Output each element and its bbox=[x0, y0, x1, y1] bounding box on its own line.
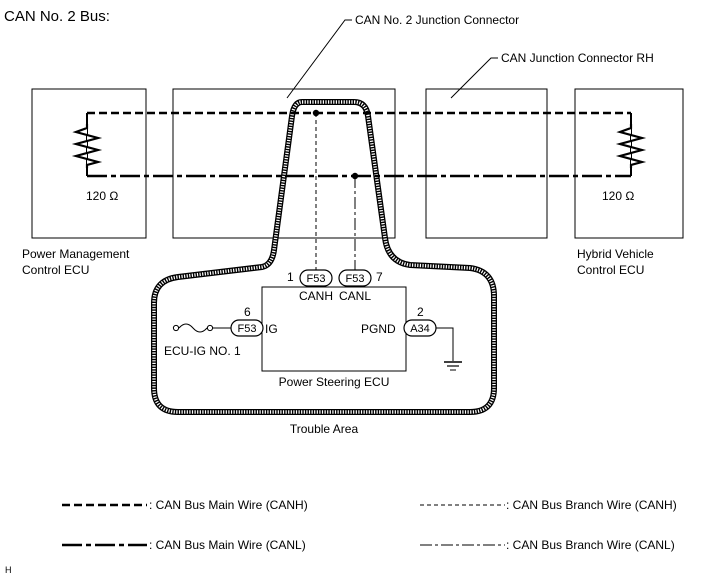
junction-rh-leader bbox=[450, 57, 498, 99]
trouble-area-label: Trouble Area bbox=[290, 422, 359, 436]
legend: : CAN Bus Main Wire (CANH) : CAN Bus Mai… bbox=[62, 498, 677, 552]
hybrid-vehicle-ecu-box bbox=[574, 88, 684, 239]
fuse-label: ECU-IG NO. 1 bbox=[164, 344, 241, 358]
power-steering-ecu-label: Power Steering ECU bbox=[279, 375, 390, 389]
canh-pin-number: 1 bbox=[287, 270, 294, 284]
can-junction-rh-box bbox=[425, 88, 548, 239]
ig-signal-label: IG bbox=[265, 322, 278, 336]
canl-connector-label: F53 bbox=[346, 273, 365, 285]
legend-canh-branch-label: : CAN Bus Branch Wire (CANH) bbox=[506, 498, 677, 512]
trouble-area-outline bbox=[151, 99, 497, 415]
left-resistance-label: 120 Ω bbox=[86, 189, 118, 203]
right-ecu-name-line1: Hybrid Vehicle bbox=[577, 247, 654, 261]
ground-icon bbox=[436, 327, 462, 371]
canl-pin-number: 7 bbox=[376, 270, 383, 284]
right-resistance-label: 120 Ω bbox=[602, 189, 634, 203]
pgnd-signal-label: PGND bbox=[361, 322, 396, 336]
canh-splice-dot bbox=[312, 109, 320, 117]
canh-connector-label: F53 bbox=[307, 273, 326, 285]
legend-canh-main-label: : CAN Bus Main Wire (CANH) bbox=[149, 498, 308, 512]
ig-pin-number: 6 bbox=[244, 305, 251, 319]
diagram-title: CAN No. 2 Bus: bbox=[4, 8, 110, 25]
pgnd-connector-label: A34 bbox=[410, 323, 430, 335]
canh-signal-label: CANH bbox=[299, 289, 333, 303]
canh-connector-pill bbox=[299, 269, 333, 287]
power-management-ecu-box bbox=[31, 88, 147, 239]
canl-signal-label: CANL bbox=[339, 289, 371, 303]
canl-splice-dot bbox=[351, 172, 359, 180]
ig-connector-label: F53 bbox=[238, 323, 257, 335]
left-ecu-name-line1: Power Management bbox=[22, 247, 130, 261]
canl-connector-pill bbox=[338, 269, 372, 287]
legend-canl-main-label: : CAN Bus Main Wire (CANL) bbox=[149, 538, 306, 552]
can-no2-junction-box bbox=[172, 88, 396, 239]
right-resistor-icon bbox=[615, 124, 647, 168]
right-ecu-name-line2: Control ECU bbox=[577, 263, 644, 277]
legend-canl-branch-label: : CAN Bus Branch Wire (CANL) bbox=[506, 538, 675, 552]
junction-no2-leader bbox=[286, 19, 352, 99]
left-resistor-icon bbox=[71, 124, 103, 168]
footer-code: H bbox=[5, 565, 12, 575]
junction-no2-callout: CAN No. 2 Junction Connector bbox=[355, 13, 519, 27]
junction-rh-callout: CAN Junction Connector RH bbox=[501, 51, 654, 65]
fuse-icon bbox=[172, 323, 231, 333]
pgnd-pin-number: 2 bbox=[417, 305, 424, 319]
left-ecu-name-line2: Control ECU bbox=[22, 263, 89, 277]
